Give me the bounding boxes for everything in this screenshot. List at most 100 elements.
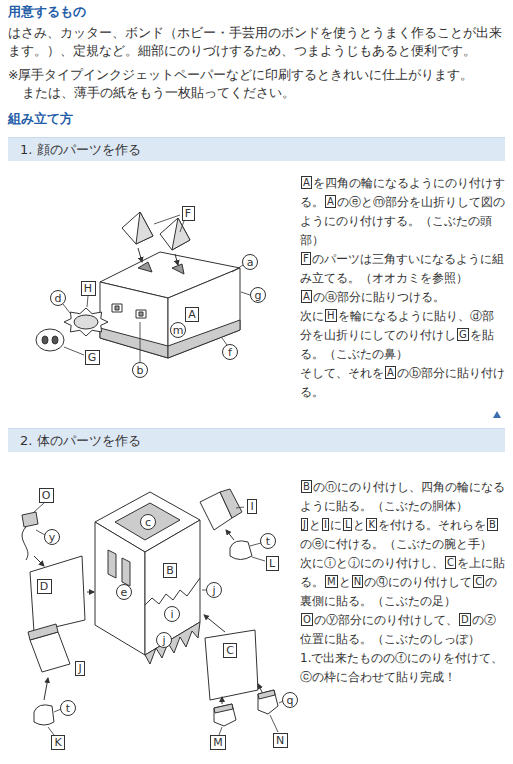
instruction-text: そして、それをAのⓑ部分に貼り付ける。 (300, 364, 505, 402)
part-letter-circle: c (140, 514, 156, 530)
part-letter-inline: C (473, 575, 484, 588)
part-letter: i (170, 609, 173, 620)
part-letter: f (228, 347, 232, 358)
part-letter: F (185, 208, 191, 219)
part-letter-inline: H (325, 309, 337, 322)
body-text: または、薄手の紙をもう一枚貼ってください。 (22, 84, 505, 102)
section-title: 1. 顔のパーツを作る (20, 142, 141, 158)
part-letter: I (250, 501, 253, 512)
part-letter: B (166, 565, 174, 576)
body-text: はさみ、カッター、ボンド（ホビー・手芸用のボンドを使うとうまく作ることが出来ます… (8, 24, 505, 60)
part-letter-box: G (85, 350, 100, 365)
part-letter: m (173, 325, 184, 336)
part-letter: C (226, 645, 234, 656)
instruction-text: Aを四角の輪になるようにのり付けする。Aのⓔとⓜ部分を山折りして図のようにのり付… (300, 174, 505, 250)
part-letter-circle: g (250, 287, 266, 303)
part-letter-box: A (185, 307, 199, 322)
part-letter: M (213, 737, 223, 748)
part-letter-inline: K (366, 518, 377, 531)
pig-body-figure (22, 489, 283, 735)
instruction-text: Fのパーツは三角すいになるように組み立てる。（オオカミを参照） (300, 250, 505, 288)
section-heading: 用意するもの (8, 3, 505, 21)
part-letter-inline: G (457, 328, 469, 341)
part-letter-circle: a (242, 254, 258, 270)
part-letter: K (54, 737, 61, 748)
part-letter-inline: C (445, 556, 456, 569)
part-letter: j (162, 635, 165, 646)
part-letter: g (255, 290, 262, 301)
part-letter-circle: i (164, 606, 180, 622)
part-letter-box: M (210, 735, 226, 750)
section-band: 1. 顔のパーツを作る (8, 137, 505, 161)
part-letter: a (247, 257, 254, 268)
part-letter-box: F (182, 206, 195, 221)
part-letter-circle: j (156, 632, 172, 648)
part-letter: e (121, 587, 128, 598)
part-letter-box: K (51, 735, 65, 750)
part-letter: O (42, 490, 51, 501)
part-letter: G (88, 352, 97, 363)
section-band: 2. 体のパーツを作る (8, 428, 505, 452)
part-letter-inline: B (301, 480, 312, 493)
section-title: 2. 体のパーツを作る (20, 433, 141, 449)
part-letter-inline: F (301, 252, 311, 265)
part-letter-box: D (37, 579, 52, 594)
part-letter-circle: m (170, 322, 186, 338)
instruction-text: Bのⓝにのり付けし、四角の輪になるように貼る。（こぶたの胴体） (300, 478, 505, 516)
part-letter-inline: D (459, 613, 471, 626)
part-letter-inline: O (301, 613, 313, 626)
part-letter: t (266, 536, 270, 547)
part-letter: N (276, 735, 284, 746)
part-letter: c (145, 517, 151, 528)
part-letter: y (49, 532, 56, 543)
part-letter-box: C (223, 643, 237, 658)
back-to-top-icon (493, 411, 501, 418)
part-letter-circle: b (132, 362, 148, 378)
part-letter-box: B (163, 563, 177, 578)
text-column: Aを四角の輪になるようにのり付けする。Aのⓔとⓜ部分を山折りして図のようにのり付… (300, 174, 505, 402)
part-letter-box: J (75, 661, 85, 676)
section-heading: 組み立て方 (8, 110, 505, 128)
part-letter-circle: t (260, 533, 276, 549)
body-text: ※厚手タイプインクジェットペーパーなどに印刷するときれいに仕上がります。 (8, 66, 505, 84)
instruction-text: 次にHを輪になるように貼り、ⓓ部分を山折りにしてのり付けしGを貼る。（こぶたの鼻… (300, 307, 505, 364)
text-column: Bのⓝにのり付けし、四角の輪になるように貼る。（こぶたの胴体）JとIにLとKを付… (300, 478, 505, 687)
part-letter-circle: y (44, 529, 60, 545)
part-letter-circle: f (222, 344, 238, 360)
part-letter: t (66, 703, 70, 714)
part-letter-inline: B (487, 518, 498, 531)
part-letter: b (137, 365, 144, 376)
part-letter-inline: M (325, 575, 338, 588)
part-letter-box: N (273, 733, 288, 748)
part-letter-box: O (39, 488, 54, 503)
part-letter: L (269, 558, 275, 569)
part-letter-circle: e (116, 584, 132, 600)
part-letter-circle: d (50, 290, 66, 306)
part-letter: A (188, 309, 196, 320)
part-letter: H (84, 283, 92, 294)
part-letter: q (287, 695, 294, 706)
instruction-text: Oのⓨ部分にのり付けして、Dのⓩ位置に貼る。（こぶたのしっぽ） (300, 611, 505, 649)
part-letter-inline: J (301, 518, 308, 531)
pig-head-figure (36, 212, 250, 362)
instruction-text: 1.で出来たもののⓕにのりを付けて、ⓒの枠に合わせて貼り完成！ (300, 649, 505, 687)
part-letter-inline: A (325, 195, 336, 208)
part-letter: d (55, 293, 62, 304)
part-letter-circle: t (60, 700, 76, 716)
part-letter-box: L (266, 556, 279, 571)
instruction-text: JとIにLとKを付ける。それらをBのⓔに付ける。（こぶたの腕と手） (300, 516, 505, 554)
part-letter-box: I (247, 499, 257, 514)
part-letter-box: H (81, 281, 96, 296)
part-letter-circle: j (206, 582, 222, 598)
part-letter: J (78, 663, 81, 674)
part-letter-inline: A (301, 290, 312, 303)
part-letter-inline: A (301, 176, 312, 189)
part-letter-inline: A (385, 366, 396, 379)
part-letter-circle: q (282, 692, 298, 708)
instruction-text: Aのⓐ部分に貼りつける。 (300, 288, 505, 307)
part-letter-inline: N (352, 575, 363, 588)
part-letter: D (40, 581, 48, 592)
part-letter-inline: I (322, 518, 329, 531)
